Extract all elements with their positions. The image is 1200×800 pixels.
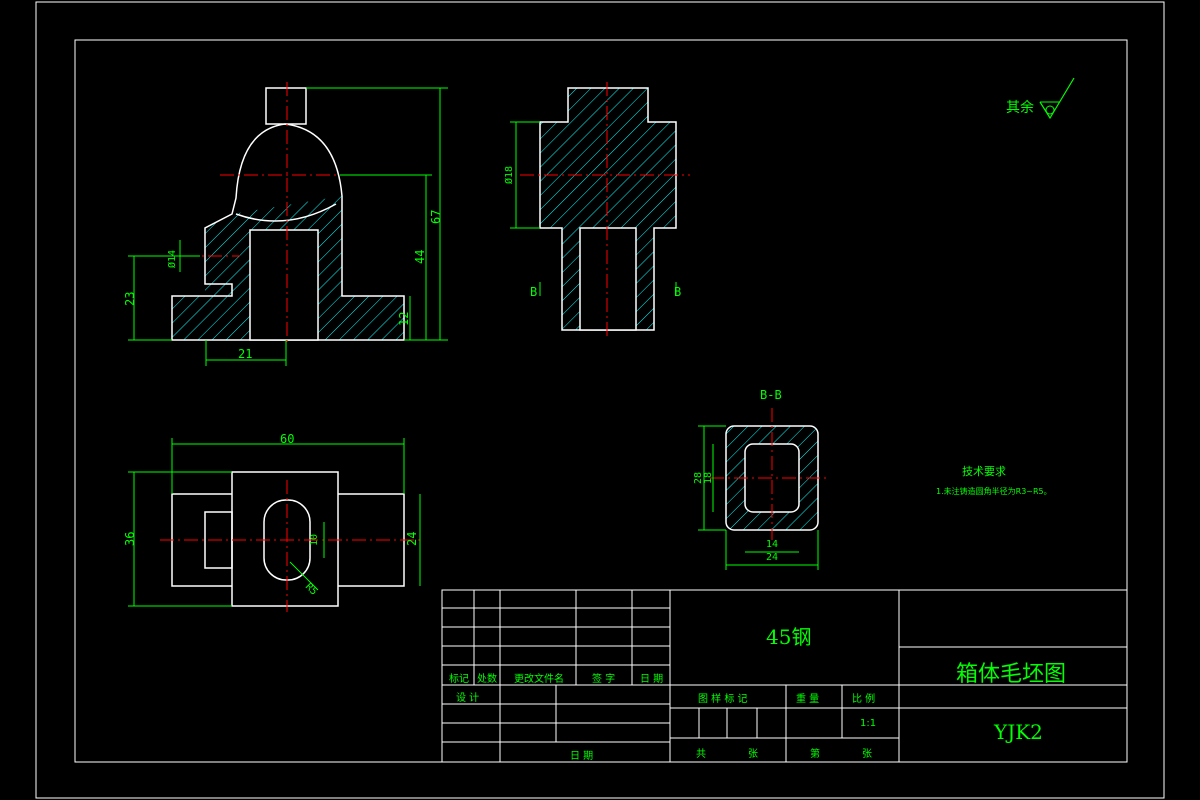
section-mark-right: B: [674, 285, 682, 299]
top-view: [128, 438, 421, 612]
material-label: 45钢: [766, 625, 812, 649]
dim-section-width-inner: 14: [766, 539, 779, 550]
tb-total: 共: [696, 749, 706, 760]
tb-ratio-value: 1:1: [860, 718, 877, 729]
drawing-code: YJK2: [994, 720, 1043, 744]
side-view: [510, 82, 690, 336]
dim-top-width: 60: [280, 432, 295, 446]
dim-front-width: 21: [238, 347, 253, 361]
section-title: B-B: [760, 388, 782, 402]
dim-front-base-height: 12: [397, 311, 411, 326]
tech-requirements-title: 技术要求: [962, 465, 1006, 478]
dim-section-height-inner: 18: [703, 471, 714, 484]
dim-section-width-outer: 24: [766, 552, 779, 563]
section-bb: [698, 408, 830, 570]
tech-requirements-item: 1.未注铸造圆角半径为R3~R5。: [936, 487, 1052, 496]
tb-sheet-num: 第: [810, 749, 820, 760]
drawing-name: 箱体毛坯图: [956, 662, 1067, 687]
dim-top-slot-inner: 10: [309, 533, 320, 546]
sheet-outer-border: [35, 1, 1165, 799]
dim-side-dia: Ø18: [504, 165, 515, 184]
tb-sheet-label2: 张: [862, 749, 872, 760]
tb-design: 设 计: [456, 693, 480, 704]
tb-signature: 签 字: [592, 674, 616, 685]
tb-date2: 日 期: [570, 751, 594, 762]
front-view: [128, 82, 448, 366]
dim-top-height: 36: [123, 531, 137, 546]
tb-stage-mark: 图 样 标 记: [698, 694, 748, 705]
surface-label: 其余: [1006, 100, 1034, 116]
tb-sheet-label: 张: [748, 749, 758, 760]
dim-top-slot-height: 24: [405, 531, 419, 546]
tb-mark: 标记: [449, 674, 469, 685]
dim-front-hole-dia: Ø14: [167, 249, 178, 268]
tb-count: 处数: [477, 674, 497, 685]
surface-finish-icon: [1039, 77, 1075, 120]
dim-front-total-height: 67: [429, 209, 443, 224]
tb-change-doc: 更改文件名: [514, 674, 564, 685]
tb-date: 日 期: [640, 674, 664, 685]
dim-front-height-left: 23: [123, 291, 137, 306]
tb-weight: 重 量: [796, 694, 820, 705]
section-mark-left: B: [530, 285, 538, 299]
tb-ratio: 比 例: [852, 694, 876, 705]
title-block: [441, 589, 1128, 763]
dim-front-mid-height: 44: [413, 249, 427, 264]
